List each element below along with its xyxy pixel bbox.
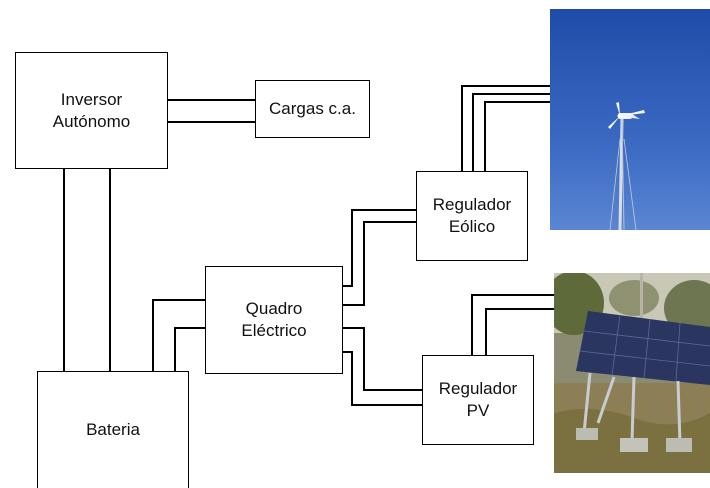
wire-quadro-pv-2 <box>342 351 423 406</box>
wire-bateria-quadro-1 <box>152 299 206 372</box>
inversor-label-line1: Inversor <box>60 89 123 109</box>
quadro-electrico-block: Quadro Eléctrico <box>205 266 343 374</box>
regulador-pv-block: Regulador PV <box>422 355 534 445</box>
wire-eolico-wind-2 <box>472 93 551 172</box>
wire-eolico-wind-1 <box>461 85 551 172</box>
wire-pv-solar-1 <box>471 294 555 356</box>
regulador-pv-line2: PV <box>466 401 490 420</box>
solar-panel-illustration <box>554 273 710 473</box>
quadro-line2: Eléctrico <box>241 321 307 340</box>
wire-quadro-eolico-1 <box>342 209 417 287</box>
regulador-eolico-block: Regulador Eólico <box>416 171 528 261</box>
inversor-autonomo-block: Inversor Autónomo <box>15 52 168 169</box>
wire-eolico-wind-3 <box>484 101 551 172</box>
wind-turbine-illustration <box>550 9 710 230</box>
wind-turbine-photo <box>550 9 710 230</box>
solar-panel-photo <box>554 273 710 473</box>
wire-quadro-pv-1 <box>342 327 423 391</box>
quadro-line1: Quadro <box>245 299 303 318</box>
regulador-eolico-line2: Eólico <box>448 217 496 236</box>
cargas-label: Cargas c.a. <box>269 99 356 118</box>
wire-bateria-quadro-2 <box>174 327 206 372</box>
regulador-eolico-line1: Regulador <box>432 195 512 214</box>
regulador-pv-line1: Regulador <box>438 379 518 398</box>
wire-pv-solar-2 <box>485 308 555 356</box>
cargas-ca-block: Cargas c.a. <box>255 80 370 138</box>
inversor-label-line2: Autónomo <box>52 111 131 131</box>
bateria-block: Bateria <box>37 371 189 488</box>
wire-quadro-eolico-2 <box>342 221 417 306</box>
bateria-label: Bateria <box>86 420 140 439</box>
